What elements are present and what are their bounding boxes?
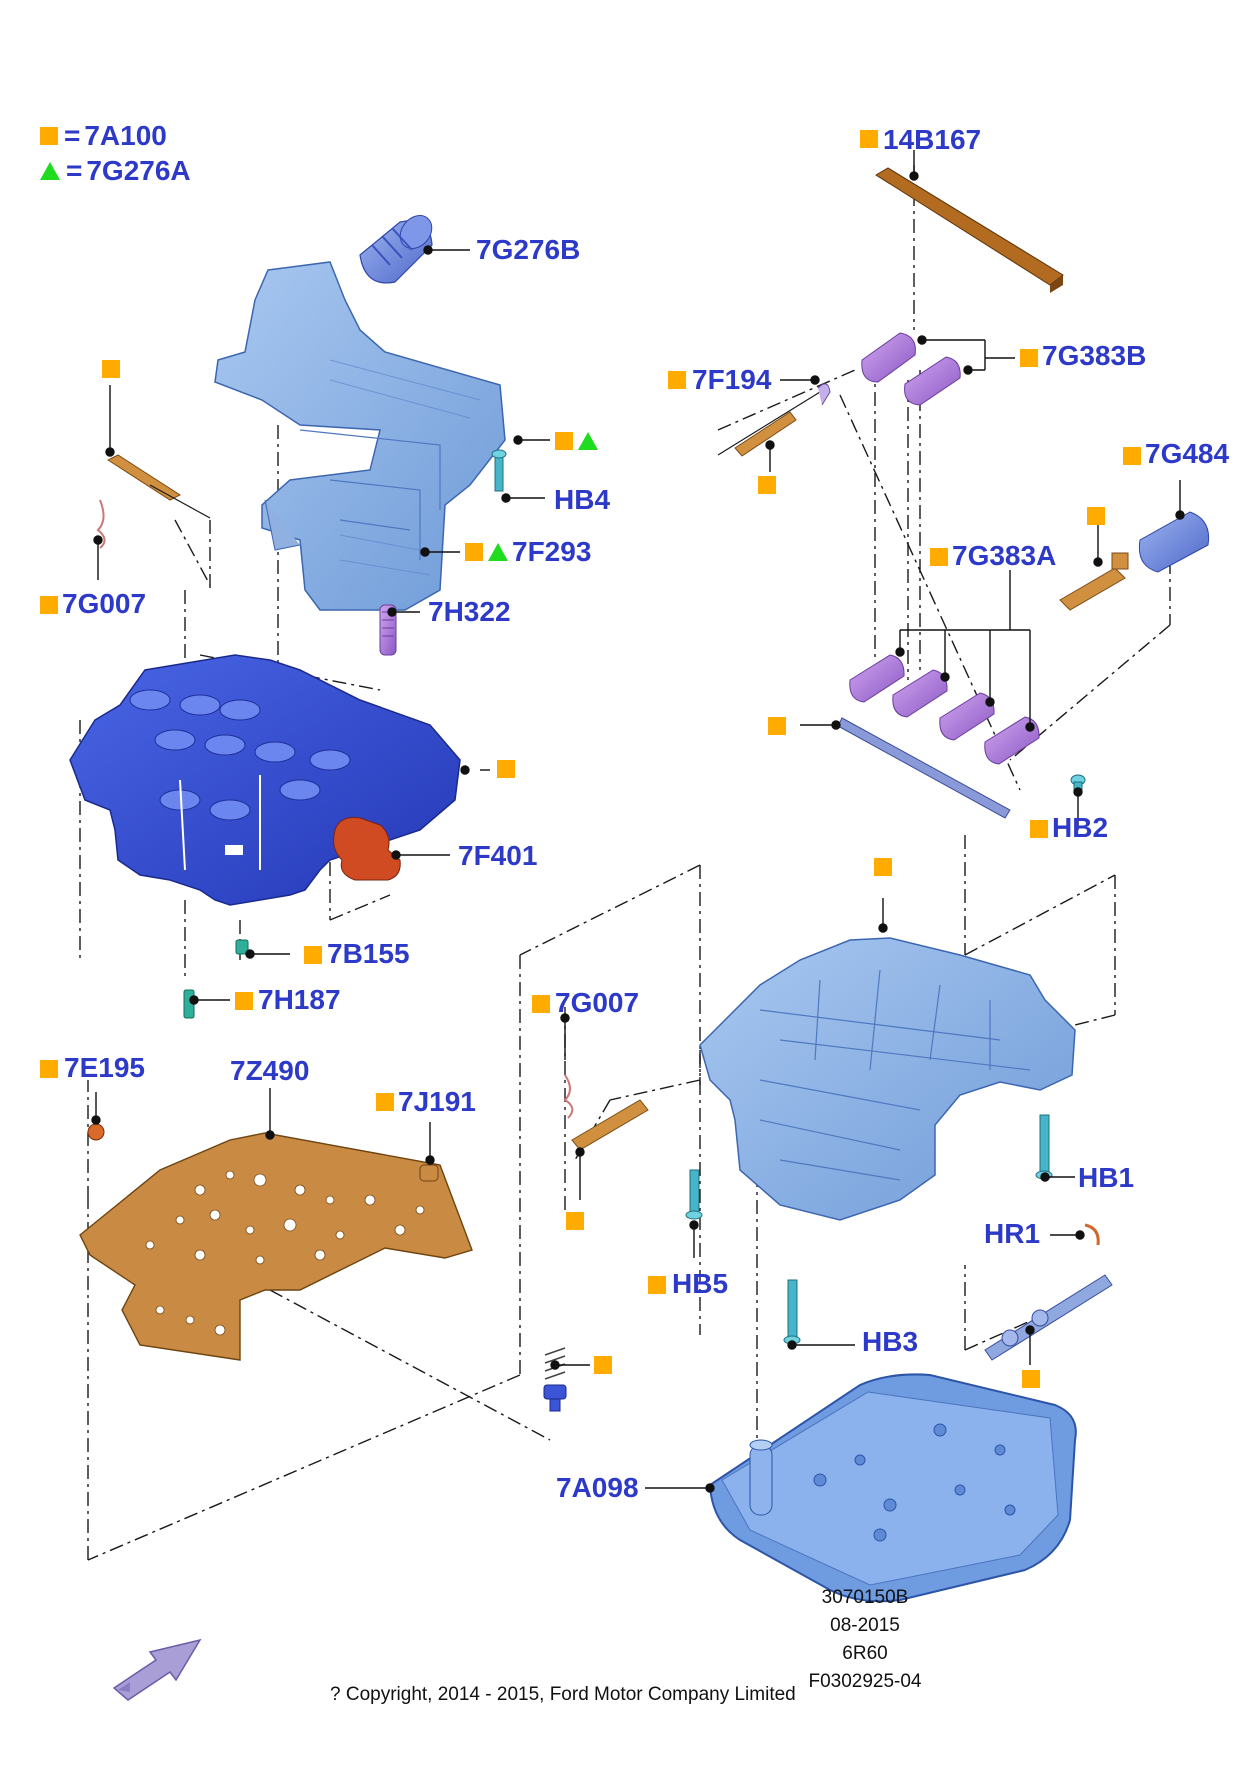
part-7E195-ball [87, 1123, 105, 1141]
callout-HB5: HB5 [672, 1268, 729, 1299]
square-marker-icon [860, 130, 878, 148]
diagram-model: 6R60 [842, 1643, 888, 1664]
legend-triangle-code: 7G276A [86, 155, 191, 186]
square-marker-icon [594, 1356, 612, 1374]
callout-7G276B: 7G276B [476, 234, 581, 265]
direction-arrow-icon [112, 1638, 202, 1701]
square-marker-icon [465, 543, 483, 561]
square-marker-icon [40, 596, 58, 614]
part-7G276B-solenoid [359, 215, 433, 284]
legend-equals: = [66, 155, 83, 186]
square-marker-icon [1022, 1370, 1040, 1388]
square-marker-icon [566, 1212, 584, 1230]
callout-7H322: 7H322 [428, 596, 511, 627]
callout-7G383B: 7G383B [1042, 340, 1147, 371]
callout-7F401: 7F401 [458, 840, 538, 871]
legend-square-code: 7A100 [84, 120, 167, 151]
callout-HB1: HB1 [1078, 1162, 1135, 1193]
part-7J191 [419, 1164, 439, 1182]
callout-7G383A: 7G383A [952, 540, 1057, 571]
copyright-notice: ? Copyright, 2014 - 2015, Ford Motor Com… [330, 1684, 796, 1705]
legend-equals: = [64, 120, 81, 151]
callout-7E195: 7E195 [64, 1052, 145, 1083]
triangle-marker-icon [578, 432, 598, 450]
part-7Z490-plate [79, 1132, 473, 1361]
triangle-marker-icon [488, 543, 508, 561]
square-marker-icon [40, 1060, 58, 1078]
callout-HB3: HB3 [862, 1326, 919, 1357]
square-marker-icon [40, 127, 58, 145]
square-marker-icon [758, 476, 776, 494]
part-7G007-valve [563, 1074, 649, 1151]
part-HB5-bolt [685, 1169, 703, 1220]
square-marker-icon [304, 946, 322, 964]
callout-14B167: 14B167 [883, 124, 982, 155]
part-7F401 [333, 817, 401, 881]
square-marker-icon [235, 992, 253, 1010]
part-7G383B-solenoids [861, 332, 961, 406]
callout-7F194: 7F194 [692, 364, 772, 395]
part-HB1-bolt [1035, 1114, 1053, 1180]
part-middle-valve-body [69, 654, 461, 906]
diagram-code: 3070150B [821, 1587, 909, 1608]
callout-7F293: 7F293 [512, 536, 592, 567]
callout-7A098: 7A098 [556, 1472, 639, 1503]
diagram-reference: F0302925-04 [808, 1671, 922, 1692]
callout-7Z490: 7Z490 [230, 1055, 310, 1086]
legend-square-row: = 7A100 [40, 120, 167, 152]
square-marker-icon [768, 717, 786, 735]
leader-lines [91, 150, 1185, 1493]
square-marker-icon [376, 1093, 394, 1111]
part-7F194-valve [717, 383, 831, 457]
callout-HB2: HB2 [1052, 812, 1109, 843]
part-left-valve [96, 454, 211, 549]
callout-HR1: HR1 [984, 1218, 1041, 1249]
part-HB3-bolt [783, 1279, 801, 1345]
part-7G383A-solenoids [837, 654, 1040, 819]
square-marker-icon [874, 858, 892, 876]
part-HB4-bolt [491, 449, 507, 492]
callout-7B155: 7B155 [327, 938, 410, 969]
square-marker-icon [648, 1276, 666, 1294]
square-marker-icon [668, 371, 686, 389]
square-marker-icon [1123, 447, 1141, 465]
callout-7G007-mid: 7G007 [555, 987, 640, 1018]
callout-7J191: 7J191 [398, 1086, 476, 1117]
square-marker-icon [1020, 349, 1038, 367]
square-marker-icon [532, 995, 550, 1013]
part-7G484 [1059, 511, 1210, 611]
part-7A098-filter [708, 1373, 1077, 1603]
square-marker-icon [102, 360, 120, 378]
square-marker-icon [1087, 507, 1105, 525]
square-marker-icon [1030, 820, 1048, 838]
part-spring-plunger [543, 1347, 567, 1412]
callout-7G007-left: 7G007 [62, 588, 147, 619]
callout-7G484: 7G484 [1145, 438, 1230, 469]
callout-HB4: HB4 [554, 484, 611, 515]
square-marker-icon [555, 432, 573, 450]
part-upper-casting [214, 261, 506, 611]
part-main-valve-body [699, 937, 1076, 1221]
part-HR1-shaft [984, 1223, 1113, 1361]
part-HB2-bolt [1070, 774, 1086, 793]
triangle-marker-icon [40, 162, 60, 180]
callout-7H187: 7H187 [258, 984, 341, 1015]
diagram-date: 08-2015 [830, 1615, 900, 1636]
part-7B155 [235, 939, 249, 955]
legend-triangle-row: = 7G276A [40, 155, 191, 187]
part-14B167-strip [875, 167, 1064, 293]
square-marker-icon [930, 548, 948, 566]
square-marker-icon [497, 760, 515, 778]
